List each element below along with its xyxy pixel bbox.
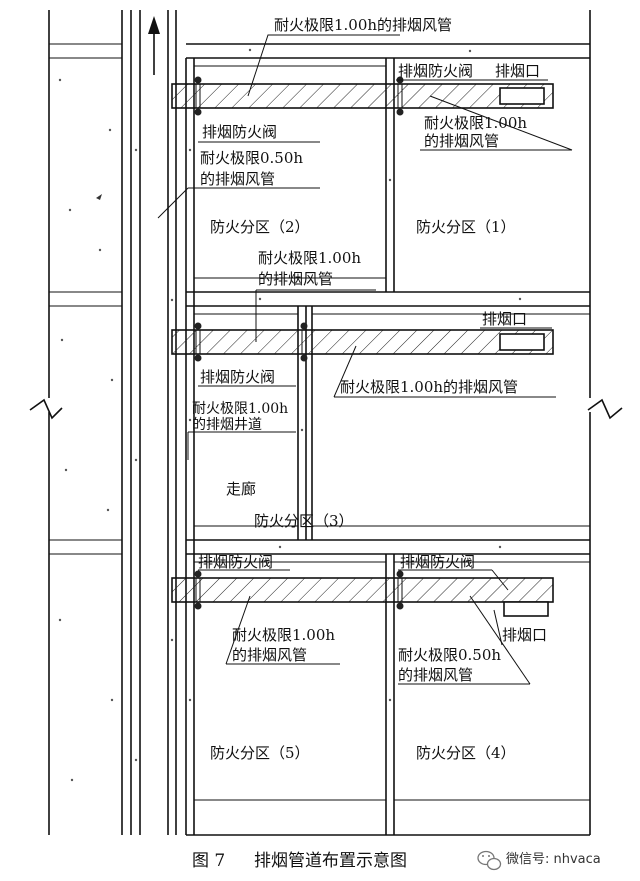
label-outlet-top: 排烟口	[495, 62, 540, 80]
wechat-icon	[477, 850, 502, 871]
leader-lines	[157, 34, 573, 685]
figure-caption: 图 7 排烟管道布置示意图	[192, 851, 407, 871]
label-duct-1h-bot-1: 耐火极限1.00h	[232, 626, 335, 644]
label-duct-1h-right-1: 耐火极限1.00h	[424, 114, 527, 132]
label-damper-bot-left: 排烟防火阀	[198, 553, 273, 571]
label-duct-1h-mid-1: 耐火极限1.00h	[258, 249, 361, 267]
label-duct-05h-left-1: 耐火极限0.50h	[200, 149, 303, 167]
label-damper-mid: 排烟防火阀	[200, 368, 275, 386]
label-outlet-bot: 排烟口	[502, 626, 547, 644]
central-wall	[130, 10, 177, 835]
label-duct-05h-left-2: 的排烟风管	[200, 170, 275, 188]
caption-title: 排烟管道布置示意图	[254, 851, 407, 871]
label-duct-1h-right-2: 的排烟风管	[424, 132, 499, 150]
label-duct-05h-bot-2: 的排烟风管	[398, 666, 473, 684]
label-duct-1h-mid-right: 耐火极限1.00h的排烟风管	[340, 378, 518, 396]
label-corridor: 走廊	[226, 480, 256, 498]
duct-top	[171, 76, 554, 116]
label-duct-1h-bot-2: 的排烟风管	[232, 646, 307, 664]
watermark: 微信号: nhvaca	[477, 850, 601, 871]
label-duct-1h-top: 耐火极限1.00h的排烟风管	[274, 16, 452, 34]
label-zone-5: 防火分区（5）	[210, 744, 310, 762]
label-duct-05h-bot-1: 耐火极限0.50h	[398, 646, 501, 664]
left-outer-wall	[29, 10, 623, 835]
label-damper-top-left: 排烟防火阀	[202, 123, 277, 141]
watermark-text: 微信号: nhvaca	[506, 852, 601, 867]
label-zone-2: 防火分区（2）	[210, 218, 310, 236]
label-shaft-2: 的排烟井道	[192, 417, 262, 433]
label-duct-1h-mid-2: 的排烟风管	[258, 270, 333, 288]
label-outlet-mid: 排烟口	[482, 310, 527, 328]
caption-figure-no: 图 7	[192, 851, 225, 871]
label-damper-top-right: 排烟防火阀	[398, 62, 473, 80]
concrete-texture	[58, 48, 522, 782]
label-damper-bot-right: 排烟防火阀	[400, 553, 475, 571]
label-zone-1: 防火分区（1）	[416, 218, 516, 236]
label-shaft-1: 耐火极限1.00h	[192, 401, 288, 417]
up-arrow-icon	[148, 16, 160, 75]
labels: 耐火极限1.00h的排烟风管 排烟防火阀 排烟口 排烟防火阀 耐火极限0.50h…	[192, 16, 547, 762]
label-zone-4: 防火分区（4）	[416, 744, 516, 762]
label-zone-3: 防火分区（3）	[254, 512, 354, 530]
duct-middle	[171, 322, 554, 362]
duct-bottom	[171, 570, 554, 617]
